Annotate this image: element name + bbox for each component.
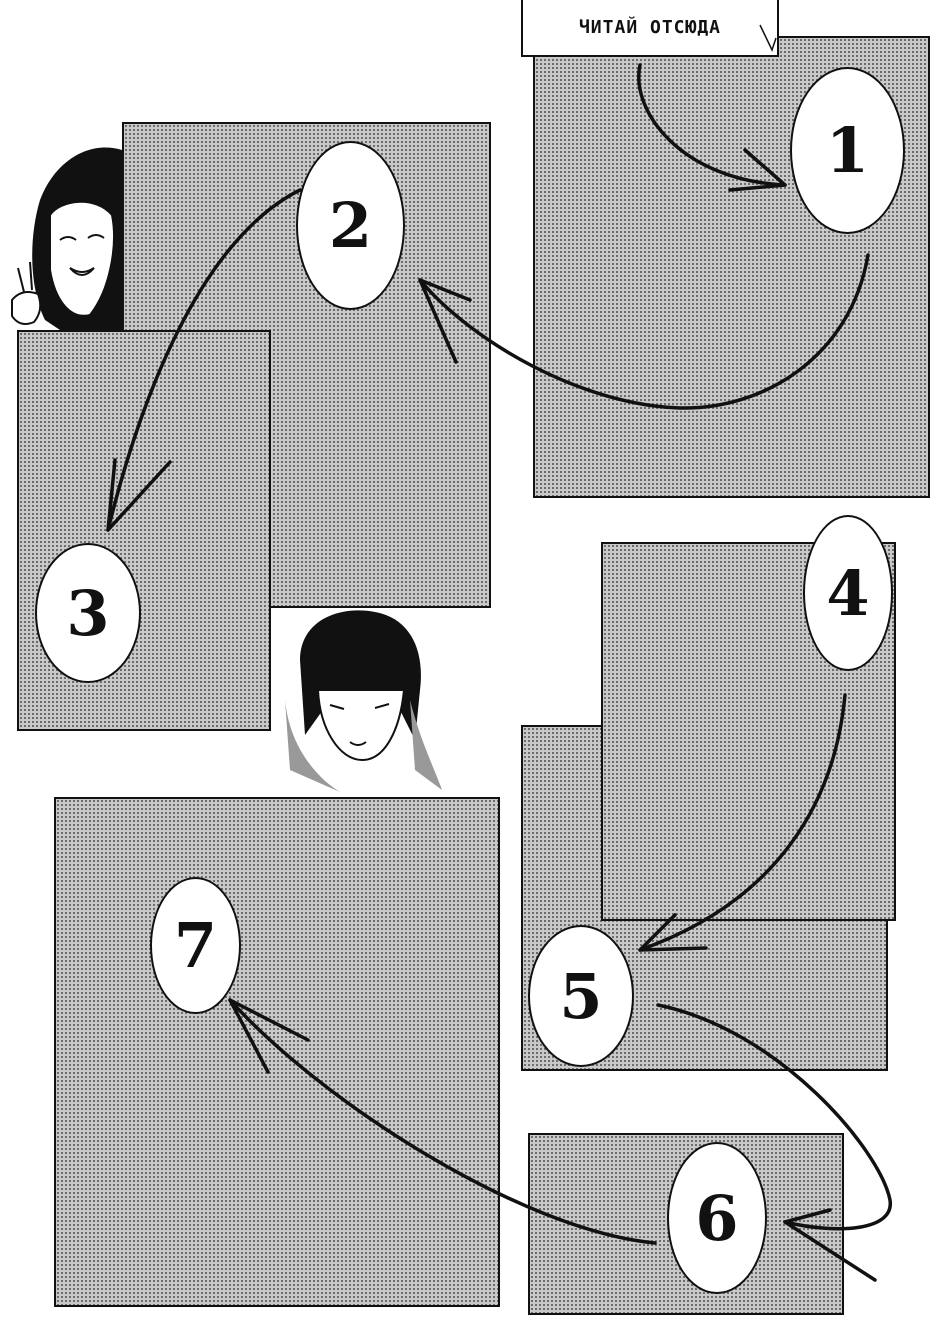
arrowhead-5 bbox=[638, 913, 708, 952]
step-7-oval: 7 bbox=[150, 877, 241, 1014]
arrow-4-to-5 bbox=[638, 693, 847, 952]
step-2-oval: 2 bbox=[296, 141, 405, 310]
arrowhead-3 bbox=[106, 458, 172, 532]
step-3-label: 3 bbox=[66, 576, 110, 650]
header-arrow-icon bbox=[759, 24, 777, 52]
step-3-oval: 3 bbox=[35, 543, 141, 683]
panel-7 bbox=[54, 797, 500, 1307]
step-4-label: 4 bbox=[826, 556, 870, 630]
arrow-1-to-2 bbox=[418, 253, 870, 410]
step-5-label: 5 bbox=[559, 959, 603, 1033]
arrowhead-6 bbox=[783, 1208, 877, 1282]
arrow-start-to-1 bbox=[637, 63, 787, 187]
girl-character-icon bbox=[11, 147, 122, 331]
panel-4 bbox=[601, 542, 896, 921]
step-5-oval: 5 bbox=[528, 925, 634, 1067]
step-7-label: 7 bbox=[173, 909, 218, 982]
arrow-2-to-3 bbox=[106, 188, 302, 532]
arrow-5-to-6 bbox=[656, 1003, 892, 1231]
arrow-6-to-7 bbox=[228, 998, 657, 1245]
arrowhead-2 bbox=[418, 278, 472, 364]
boy-character-icon bbox=[285, 610, 442, 792]
header-text: ЧИТАЙ ОТСЮДА bbox=[578, 17, 722, 38]
step-1-oval: 1 bbox=[790, 67, 905, 234]
arrowhead-1 bbox=[728, 148, 787, 192]
step-1-label: 1 bbox=[825, 114, 870, 187]
arrowhead-7 bbox=[228, 998, 310, 1074]
step-2-label: 2 bbox=[328, 189, 373, 262]
step-6-oval: 6 bbox=[667, 1142, 767, 1294]
step-6-label: 6 bbox=[695, 1181, 739, 1255]
read-from-here-label: ЧИТАЙ ОТСЮДА bbox=[521, 0, 779, 57]
step-4-oval: 4 bbox=[803, 515, 893, 671]
